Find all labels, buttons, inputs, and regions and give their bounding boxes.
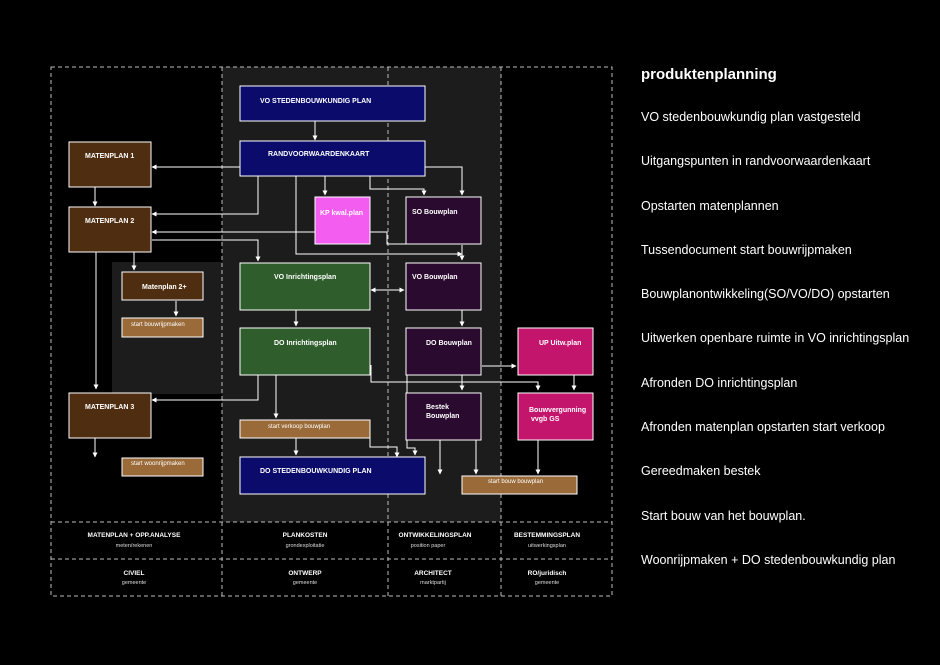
list-item: Afronden matenplan opstarten start verko… bbox=[641, 420, 885, 435]
box-label: UP Uitw.plan bbox=[539, 340, 581, 347]
box-matenplan-1: MATENPLAN 1 bbox=[68, 141, 152, 188]
footer-title: CIVIEL bbox=[124, 570, 145, 577]
box-label: start verkoop bouwplan bbox=[268, 424, 330, 430]
planning-list: VO stedenbouwkundig plan vastgesteld Uit… bbox=[641, 109, 931, 596]
list-item: Bouwplanontwikkeling(SO/VO/DO) opstarten bbox=[641, 287, 890, 302]
arrow bbox=[151, 375, 259, 403]
list-item: Uitgangspunten in randvoorwaardenkaart bbox=[641, 154, 871, 169]
arrow bbox=[151, 176, 259, 217]
box-label-line-2: vvgb GS bbox=[531, 416, 560, 423]
arrow bbox=[369, 438, 400, 458]
box-label: RANDVOORWAARDENKAART bbox=[268, 151, 370, 158]
footer-row-1: MATENPLAN + OPP.ANALYSE meten/rekenen PL… bbox=[88, 532, 581, 549]
box-start-woonrijpmaken: start woonrijpmaken bbox=[121, 457, 204, 477]
box-randvoorwaardenkaart: RANDVOORWAARDENKAART bbox=[239, 140, 426, 177]
arrow bbox=[152, 239, 261, 262]
list-item: Start bouw van het bouwplan. bbox=[641, 508, 806, 523]
footer-subtitle: position paper bbox=[411, 543, 446, 549]
footer-row-2: CIVIEL gemeente ONTWERP gemeente ARCHITE… bbox=[122, 570, 567, 586]
box-matenplan-2: MATENPLAN 2 bbox=[68, 206, 152, 253]
box-label: MATENPLAN 3 bbox=[85, 404, 134, 411]
box-kp-kwal-plan: KP kwal.plan bbox=[314, 196, 371, 245]
box-label: MATENPLAN 2 bbox=[85, 218, 134, 225]
box-label: start bouwrijpmaken bbox=[131, 322, 185, 328]
box-bestek-bouwplan: Bestek Bouwplan bbox=[405, 392, 482, 441]
box-label: MATENPLAN 1 bbox=[85, 153, 134, 160]
arrow bbox=[425, 166, 465, 196]
footer-title: PLANKOSTEN bbox=[283, 532, 328, 539]
box-label: start woonrijpmaken bbox=[131, 461, 185, 467]
box-bouwvergunning: Bouwvergunning vvgb GS bbox=[517, 392, 594, 441]
box-label-line-1: Bouwvergunning bbox=[529, 407, 586, 414]
box-label: VO Inrichtingsplan bbox=[274, 274, 336, 281]
footer-subtitle: gemeente bbox=[535, 580, 559, 586]
box-vo-bouwplan: VO Bouwplan bbox=[405, 262, 482, 311]
box-label-line-1: Bestek bbox=[426, 404, 449, 411]
connectors bbox=[92, 121, 577, 475]
box-start-bouwrijpmaken: start bouwrijpmaken bbox=[121, 317, 204, 338]
arrow bbox=[370, 365, 541, 391]
box-label: start bouw bouwplan bbox=[488, 479, 543, 485]
box-do-stedenbouwkundig-plan: DO STEDENBOUWKUNDIG PLAN bbox=[239, 456, 426, 495]
list-item: Gereedmaken bestek bbox=[641, 464, 761, 479]
footer-title: BESTEMMINGSPLAN bbox=[514, 532, 580, 539]
list-item: Uitwerken openbare ruimte in VO inrichti… bbox=[641, 331, 910, 346]
box-matenplan-2-plus: Matenplan 2+ bbox=[121, 271, 204, 301]
footer-title: MATENPLAN + OPP.ANALYSE bbox=[88, 532, 182, 539]
box-so-bouwplan: SO Bouwplan bbox=[405, 196, 482, 245]
footer-title: RO/juridisch bbox=[528, 570, 567, 577]
box-vo-inrichtingsplan: VO Inrichtingsplan bbox=[239, 262, 371, 311]
list-item: VO stedenbouwkundig plan vastgesteld bbox=[641, 110, 861, 124]
footer-subtitle: grondexploitatie bbox=[286, 543, 325, 549]
box-matenplan-3: MATENPLAN 3 bbox=[68, 392, 152, 439]
footer-subtitle: uitwerkingsplan bbox=[528, 543, 566, 549]
list-item: Tussendocument start bouwrijpmaken bbox=[641, 242, 852, 257]
box-do-bouwplan: DO Bouwplan bbox=[405, 327, 482, 376]
arrow bbox=[151, 229, 406, 245]
box-label: SO Bouwplan bbox=[412, 209, 458, 216]
arrow bbox=[369, 176, 427, 196]
box-do-inrichtingsplan: DO Inrichtingsplan bbox=[239, 327, 371, 376]
box-label: DO Inrichtingsplan bbox=[274, 340, 337, 347]
box-label: DO Bouwplan bbox=[426, 340, 472, 347]
box-start-verkoop-bouwplan: start verkoop bouwplan bbox=[239, 419, 371, 439]
panel-title: produktenplanning bbox=[641, 66, 777, 83]
list-item: Afronden DO inrichtingsplan bbox=[641, 375, 798, 390]
box-label: KP kwal.plan bbox=[320, 210, 363, 217]
list-item: Opstarten matenplannen bbox=[641, 198, 779, 213]
footer-title: ONTWIKKELINGSPLAN bbox=[399, 532, 472, 539]
footer-subtitle: gemeente bbox=[122, 580, 146, 586]
box-start-bouw-bouwplan: start bouw bouwplan bbox=[461, 475, 578, 495]
produktenplanning-panel: produktenplanning VO stedenbouwkundig pl… bbox=[641, 66, 931, 596]
box-label: VO Bouwplan bbox=[412, 274, 458, 281]
footer-subtitle: gemeente bbox=[293, 580, 317, 586]
box-label: DO STEDENBOUWKUNDIG PLAN bbox=[260, 468, 372, 475]
box-up-uitwerkingsplan: UP Uitw.plan bbox=[517, 327, 594, 376]
box-label: VO STEDENBOUWKUNDIG PLAN bbox=[260, 98, 371, 105]
list-item: Woonrijpmaken + DO stedenbouwkundig plan bbox=[641, 552, 896, 567]
dashed-grid bbox=[50, 66, 613, 597]
footer-subtitle: meten/rekenen bbox=[116, 543, 153, 549]
footer-subtitle: marktpartij bbox=[420, 580, 446, 586]
box-vo-stedenbouwkundig-plan: VO STEDENBOUWKUNDIG PLAN bbox=[239, 85, 426, 122]
box-label-line-2: Bouwplan bbox=[426, 413, 459, 420]
arrow bbox=[295, 176, 463, 257]
footer-title: ARCHITECT bbox=[414, 570, 452, 577]
box-label: Matenplan 2+ bbox=[142, 284, 187, 291]
footer-title: ONTWERP bbox=[288, 570, 322, 577]
